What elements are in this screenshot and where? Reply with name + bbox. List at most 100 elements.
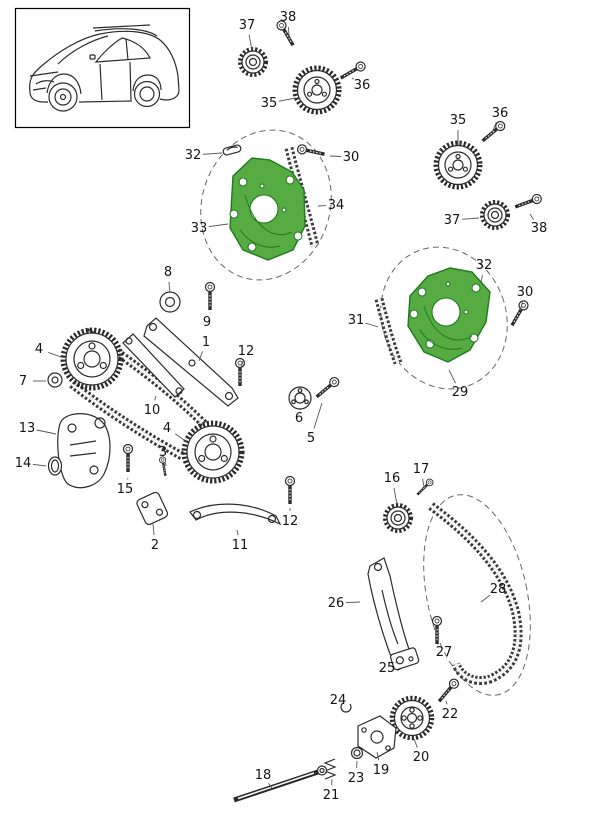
- leader-line-37-10: [461, 217, 480, 220]
- part-36-bolt-right: [478, 118, 509, 147]
- part-5-bolt: [312, 374, 343, 403]
- part-12-bolt-upper: [233, 356, 247, 388]
- callout-17-34[interactable]: 17: [413, 462, 430, 477]
- vehicle-thumbnail: [14, 7, 191, 129]
- callout-22-40[interactable]: 22: [442, 707, 459, 722]
- callout-25-38[interactable]: 25: [379, 661, 396, 676]
- callout-4-18[interactable]: 4: [35, 342, 43, 357]
- callout-33-7[interactable]: 33: [191, 221, 208, 236]
- part-21-spring: [323, 758, 337, 780]
- callout-37-0[interactable]: 37: [239, 18, 256, 33]
- callout-38-11[interactable]: 38: [531, 221, 548, 236]
- part-4-sprocket-upper: [63, 330, 121, 388]
- callout-1-20[interactable]: 1: [202, 335, 210, 350]
- callout-26-35[interactable]: 26: [328, 596, 345, 611]
- callout-30-13[interactable]: 30: [517, 285, 534, 300]
- leader-line-12-21: [240, 360, 244, 369]
- leader-line-36-9: [491, 122, 497, 134]
- leader-line-8-16: [168, 281, 171, 294]
- callout-20-41[interactable]: 20: [413, 750, 430, 765]
- callout-21-44[interactable]: 21: [323, 788, 340, 803]
- leader-line-38-1: [288, 26, 290, 37]
- callout-16-33[interactable]: 16: [384, 471, 401, 486]
- part-20-sprocket: [392, 698, 432, 738]
- callout-13-23[interactable]: 13: [19, 421, 36, 436]
- leader-line-4-18: [48, 351, 62, 358]
- leader-line-28-36: [480, 594, 491, 603]
- part-9-bolt: [203, 280, 217, 312]
- part-30-bolt-right: [506, 297, 532, 330]
- part-10-guide-rail: [122, 333, 185, 398]
- part-12-bolt-lower: [283, 474, 297, 506]
- callout-24-39[interactable]: 24: [330, 693, 347, 708]
- group-boundary-33: [200, 129, 332, 281]
- part-23-o-ring: [350, 746, 364, 760]
- callout-36-9[interactable]: 36: [492, 106, 509, 121]
- part-1-guide-rail: [143, 317, 239, 407]
- callout-19-42[interactable]: 19: [373, 763, 390, 778]
- callout-29-15[interactable]: 29: [452, 385, 469, 400]
- group-boundary-28: [423, 494, 531, 696]
- callout-37-10[interactable]: 37: [444, 213, 461, 228]
- callout-36-3[interactable]: 36: [354, 78, 371, 93]
- callout-9-17[interactable]: 9: [203, 315, 211, 330]
- callout-7-19[interactable]: 7: [19, 374, 27, 389]
- group-boundary-29: [380, 246, 508, 390]
- callout-28-36[interactable]: 28: [490, 582, 507, 597]
- part-32-clip-left: [221, 143, 243, 157]
- callout-5-29[interactable]: 5: [307, 431, 315, 446]
- callout-18-45[interactable]: 18: [255, 768, 272, 783]
- part-4-sprocket-lower: [184, 423, 242, 481]
- leader-line-36-3: [351, 77, 355, 80]
- leader-line-32-4: [202, 152, 223, 155]
- part-38-bolt-right: [511, 191, 545, 213]
- callout-4-26[interactable]: 4: [163, 421, 171, 436]
- leader-line-13-23: [36, 429, 57, 435]
- callout-11-31[interactable]: 11: [232, 538, 249, 553]
- callout-2-30[interactable]: 2: [151, 538, 159, 553]
- leader-line-3-27: [164, 461, 167, 467]
- callout-35-8[interactable]: 35: [450, 113, 467, 128]
- callout-35-2[interactable]: 35: [261, 96, 278, 111]
- leader-line-19-42: [376, 751, 380, 761]
- leader-line-31-14: [365, 322, 379, 328]
- callout-10-22[interactable]: 10: [144, 403, 161, 418]
- leader-line-17-34: [422, 478, 425, 488]
- callout-12-21[interactable]: 12: [238, 344, 255, 359]
- callout-15-25[interactable]: 15: [117, 482, 134, 497]
- callout-12-32[interactable]: 12: [282, 514, 299, 529]
- leader-line-18-45: [268, 783, 274, 791]
- part-27-bolt: [430, 614, 444, 646]
- callout-34-6[interactable]: 34: [328, 198, 345, 213]
- part-25-pivot-bracket: [389, 647, 420, 671]
- part-24-clip: [340, 701, 352, 713]
- part-13-chain-tensioner: [57, 413, 111, 489]
- part-33-chain-cover-plate: [229, 157, 306, 261]
- callout-6-28[interactable]: 6: [295, 411, 303, 426]
- leader-line-22-40: [445, 700, 448, 705]
- part-6-damper-roller: [288, 386, 312, 410]
- leader-line-16-33: [393, 487, 398, 505]
- part-35-adjuster-right: [436, 143, 480, 187]
- callout-32-4[interactable]: 32: [185, 148, 202, 163]
- part-7-washer: [47, 372, 63, 388]
- part-14-seal: [47, 456, 63, 476]
- part-16-sprocket: [383, 503, 413, 533]
- callout-14-24[interactable]: 14: [15, 456, 32, 471]
- callout-23-43[interactable]: 23: [348, 771, 365, 786]
- part-31-chain: [374, 297, 403, 365]
- callout-27-37[interactable]: 27: [436, 645, 453, 660]
- leader-line-11-31: [236, 529, 239, 536]
- part-37-sprocket-right: [480, 200, 510, 230]
- part-19-pump-body: [357, 715, 397, 759]
- callout-38-1[interactable]: 38: [280, 10, 297, 25]
- leader-line-30-13: [519, 301, 523, 312]
- callout-30-5[interactable]: 30: [343, 150, 360, 165]
- callout-8-16[interactable]: 8: [164, 265, 172, 280]
- callout-31-14[interactable]: 31: [348, 313, 365, 328]
- timing-chain-left: [69, 328, 208, 460]
- leader-line-1-20: [198, 351, 203, 362]
- part-8-damper-roller: [159, 291, 181, 313]
- callout-32-12[interactable]: 32: [476, 258, 493, 273]
- callout-3-27[interactable]: 3: [159, 445, 167, 460]
